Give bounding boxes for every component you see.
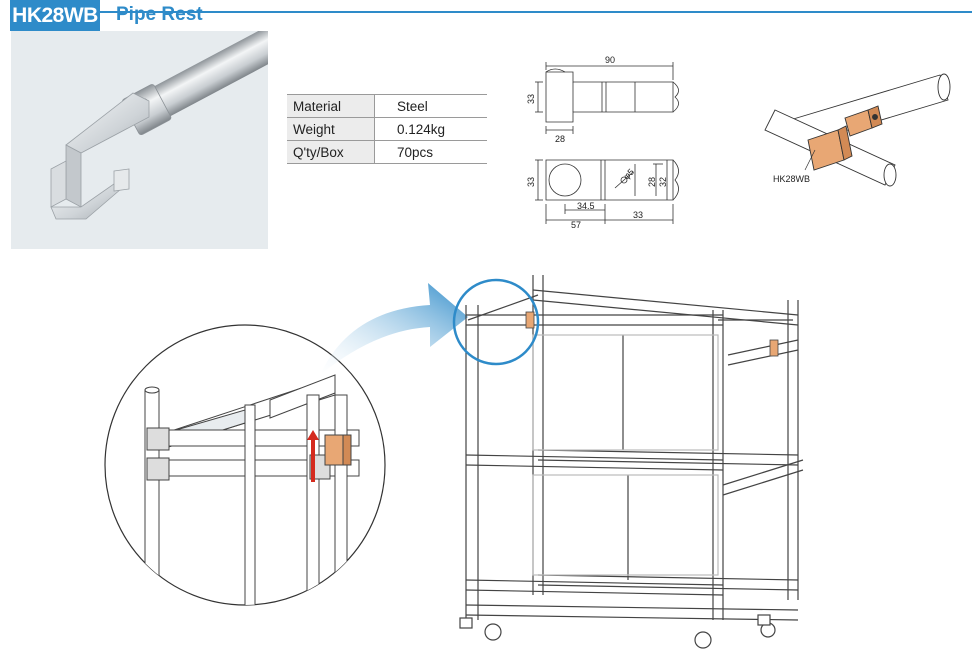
- spec-label: Material: [287, 94, 375, 118]
- spec-row-qty: Q'ty/Box 70pcs: [287, 140, 487, 164]
- technical-drawing: 90 33 28 33 φ5 28 32 34.5 57 33: [526, 55, 679, 230]
- dim-label: φ5: [621, 167, 636, 182]
- spec-value: Steel: [374, 94, 487, 118]
- dim-label: 90: [605, 55, 615, 65]
- dim-label: 28: [647, 177, 657, 187]
- spec-row-material: Material Steel: [287, 94, 487, 118]
- spec-value: 70pcs: [374, 140, 487, 164]
- dim-label: 33: [633, 210, 643, 220]
- product-code-badge: HK28WB: [10, 0, 100, 31]
- dim-label: 33: [526, 177, 536, 187]
- assembly-illustration: HK28WB: [764, 73, 951, 187]
- dim-label: 28: [555, 134, 565, 144]
- spec-row-weight: Weight 0.124kg: [287, 117, 487, 141]
- rack-illustration: [452, 275, 804, 649]
- dim-label: 34.5: [577, 201, 595, 211]
- spec-table: Material Steel Weight 0.124kg Q'ty/Box 7…: [287, 94, 487, 164]
- spec-label: Weight: [287, 117, 375, 141]
- dim-label: 57: [571, 220, 581, 230]
- product-photo: [11, 23, 289, 249]
- dim-label: 33: [526, 94, 536, 104]
- product-title: Pipe Rest: [116, 4, 203, 25]
- header-rule: [10, 11, 972, 13]
- assembly-label: HK28WB: [773, 174, 810, 184]
- callout-arrow: [320, 283, 468, 375]
- spec-label: Q'ty/Box: [287, 140, 375, 164]
- detail-inset: [104, 324, 386, 606]
- spec-value: 0.124kg: [374, 117, 487, 141]
- dim-label: 32: [658, 177, 668, 187]
